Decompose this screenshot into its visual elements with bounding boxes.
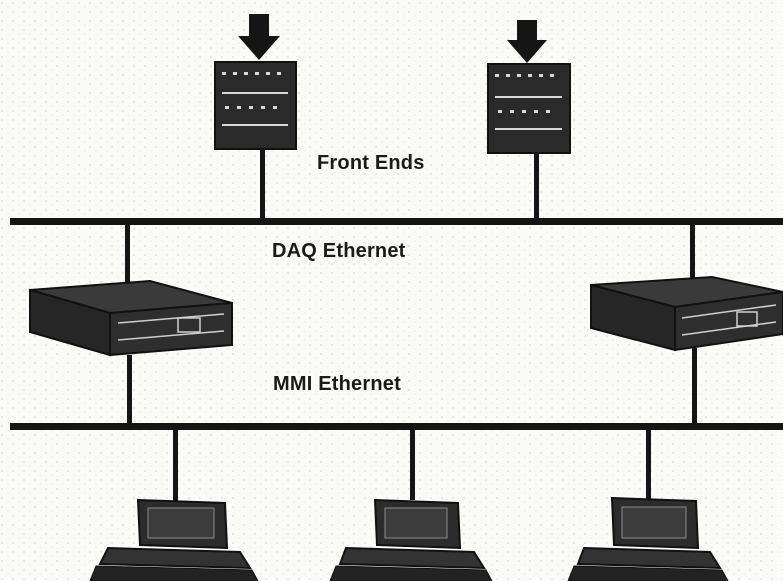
front-ends-label: Front Ends (317, 152, 425, 175)
daq-ethernet-label: DAQ Ethernet (272, 240, 406, 263)
front-end-crate-right (488, 64, 570, 153)
front-end-crate-left (215, 62, 296, 149)
mmi-ethernet-bus (10, 423, 783, 430)
mmi-ethernet-label: MMI Ethernet (273, 373, 401, 396)
daq-ethernet-bus (10, 218, 783, 225)
